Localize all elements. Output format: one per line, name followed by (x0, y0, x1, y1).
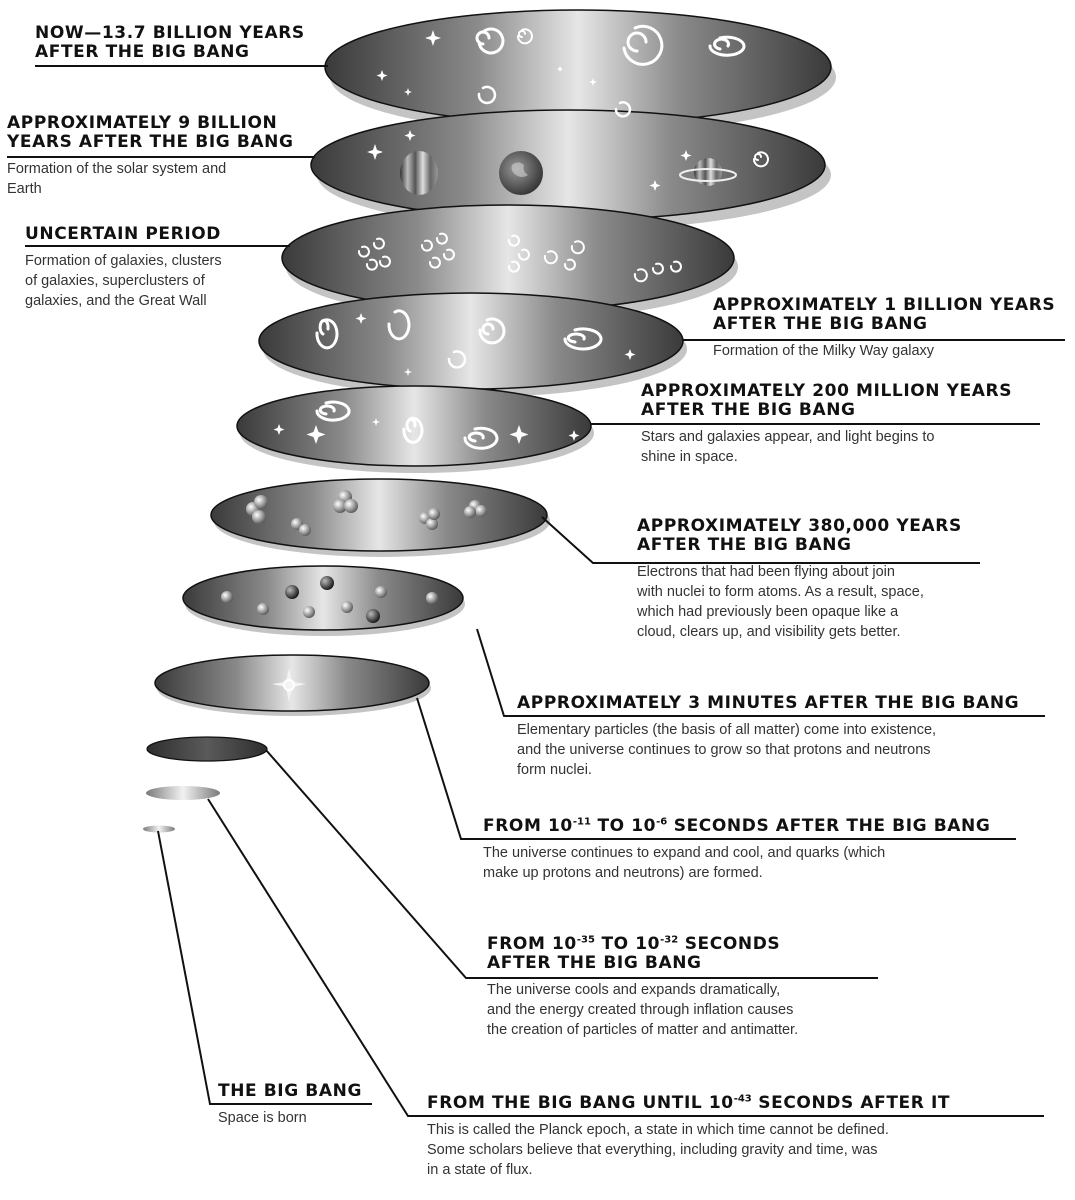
particle-mark (303, 606, 315, 618)
particle-mark (366, 609, 380, 623)
exponent: -35 (577, 934, 595, 945)
stage-title: THE BIG BANG (218, 1082, 388, 1101)
stage-description: Space is born (218, 1108, 388, 1128)
stage-three-minutes: APPROXIMATELY 3 MINUTES AFTER THE BIG BA… (517, 694, 1067, 780)
planet-earth (499, 151, 543, 195)
particle-mark (285, 585, 299, 599)
particle-mark (341, 601, 353, 613)
stage-title: FROM 10-11 TO 10-6 SECONDS AFTER THE BIG… (483, 817, 1068, 836)
stage-uncertain: UNCERTAIN PERIOD Formation of galaxies, … (25, 225, 285, 311)
stage-description: Stars and galaxies appear, and light beg… (641, 427, 1061, 467)
disc-inflation (147, 737, 267, 761)
exponent: -11 (573, 816, 591, 827)
title-text: TO 10 (591, 816, 656, 836)
stage-title: APPROXIMATELY 1 BILLION YEARS AFTER THE … (713, 296, 1073, 334)
stage-description: This is called the Planck epoch, a state… (427, 1120, 1067, 1180)
stage-planck: FROM THE BIG BANG UNTIL 10-43 SECONDS AF… (427, 1094, 1067, 1180)
disc-one-billion (259, 293, 687, 397)
stage-title: APPROXIMATELY 3 MINUTES AFTER THE BIG BA… (517, 694, 1067, 713)
stage-description: The universe cools and expands dramatica… (487, 980, 907, 1040)
exponent: -6 (656, 816, 667, 827)
title-text: SECONDS AFTER THE BIG BANG (667, 816, 990, 836)
stage-description: Formation of galaxies, clusters of galax… (25, 251, 285, 311)
stage-title: UNCERTAIN PERIOD (25, 225, 285, 244)
stage-title: APPROXIMATELY 380,000 YEARS AFTER THE BI… (637, 517, 1057, 555)
particle-mark (221, 591, 233, 603)
stage-description: Formation of the Milky Way galaxy (713, 341, 1073, 361)
exponent: -32 (660, 934, 678, 945)
stage-title: FROM THE BIG BANG UNTIL 10-43 SECONDS AF… (427, 1094, 1067, 1113)
stage-title: FROM 10-35 TO 10-32 SECONDS AFTER THE BI… (487, 935, 907, 973)
stage-description: Formation of the solar system and Earth (7, 159, 307, 199)
stage-description: Electrons that had been flying about joi… (637, 562, 1057, 642)
particle-mark (375, 586, 387, 598)
leader-line-big-bang (158, 831, 372, 1104)
title-text: FROM 10 (483, 816, 573, 836)
stage-two-hundred-million: APPROXIMATELY 200 MILLION YEARS AFTER TH… (641, 382, 1061, 467)
stage-one-billion: APPROXIMATELY 1 BILLION YEARS AFTER THE … (713, 296, 1073, 361)
particle-mark (426, 592, 438, 604)
stage-now: NOW—13.7 BILLION YEARS AFTER THE BIG BAN… (35, 24, 305, 62)
stage-title: NOW—13.7 BILLION YEARS AFTER THE BIG BAN… (35, 24, 305, 62)
stage-quarks: FROM 10-11 TO 10-6 SECONDS AFTER THE BIG… (483, 817, 1068, 883)
title-text: FROM 10 (487, 934, 577, 954)
particle-mark (320, 576, 334, 590)
stage-three-eighty-thousand: APPROXIMATELY 380,000 YEARS AFTER THE BI… (637, 517, 1057, 642)
title-text: FROM THE BIG BANG UNTIL 10 (427, 1093, 734, 1113)
exponent: -43 (734, 1093, 752, 1104)
planet-jupiter (400, 151, 438, 195)
stage-title: APPROXIMATELY 9 BILLION YEARS AFTER THE … (7, 114, 307, 152)
stage-title: APPROXIMATELY 200 MILLION YEARS AFTER TH… (641, 382, 1061, 420)
title-text: TO 10 (595, 934, 660, 954)
title-text: SECONDS AFTER IT (752, 1093, 950, 1113)
stage-nine-billion: APPROXIMATELY 9 BILLION YEARS AFTER THE … (7, 114, 307, 199)
disc-planck (146, 786, 220, 800)
stage-description: The universe continues to expand and coo… (483, 843, 1068, 883)
stage-description: Elementary particles (the basis of all m… (517, 720, 1067, 780)
particle-mark (257, 603, 269, 615)
stage-inflation: FROM 10-35 TO 10-32 SECONDS AFTER THE BI… (487, 935, 907, 1040)
stage-big-bang: THE BIG BANG Space is born (218, 1082, 388, 1128)
disc-two-hundred-million (237, 386, 594, 473)
